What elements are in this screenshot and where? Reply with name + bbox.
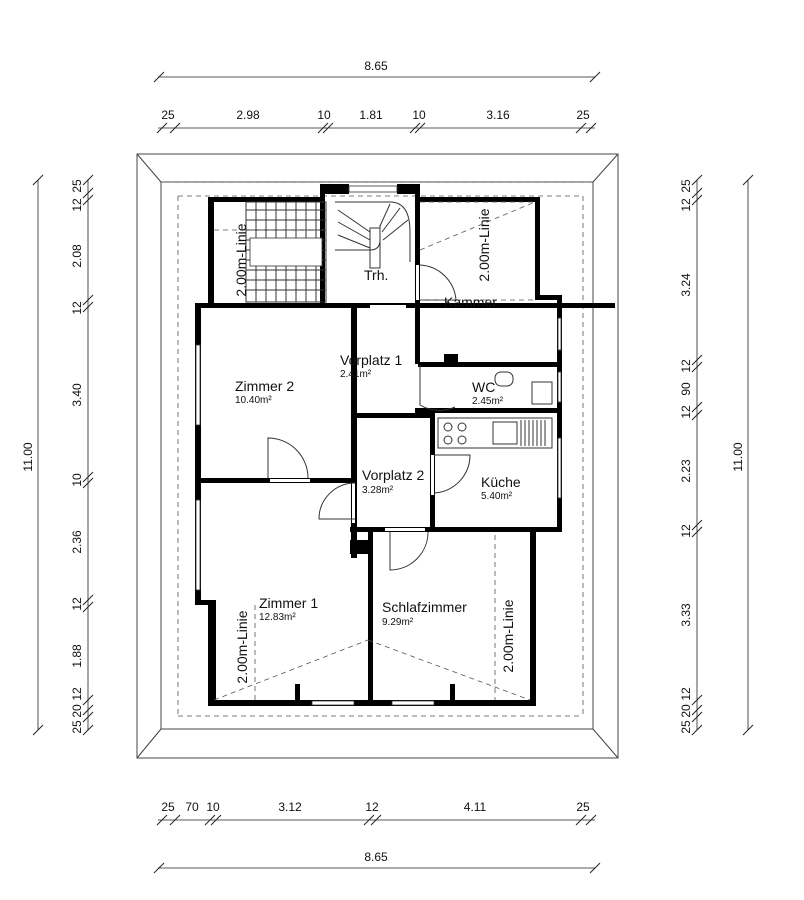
room-area-kueche: 5.40m² [481, 491, 513, 502]
room-name-vorplatz-1: Vorplatz 1 [340, 352, 402, 368]
dim-top-seg: 1.81 [359, 108, 383, 122]
room-name-vorplatz-2: Vorplatz 2 [362, 467, 424, 483]
height-line-label: 2.00m-Linie [234, 610, 250, 683]
room-name-treppenhaus: Trh. [364, 267, 388, 283]
room-area-vorplatz-2: 3.28m² [362, 485, 394, 496]
dim-bottom-seg: 25 [161, 800, 175, 814]
dim-top-seg: 3.16 [486, 108, 510, 122]
dim-left-overall: 11.00 [21, 442, 35, 471]
dim-left-seg: 25 [70, 179, 84, 193]
room-name-wc: WC [472, 379, 495, 395]
dim-left-seg: 20 [70, 704, 84, 718]
dim-right-seg: 12 [679, 359, 693, 373]
dim-left-seg: 12 [70, 198, 84, 212]
dim-right-seg: 2.23 [679, 459, 693, 483]
dim-right-seg: 12 [679, 524, 693, 538]
dim-bottom-seg: 4.11 [464, 800, 487, 814]
doors [267, 264, 471, 571]
dim-right-overall: 11.00 [731, 442, 745, 471]
dim-right-seg: 3.33 [679, 603, 693, 627]
dim-top-seg: 25 [576, 108, 590, 122]
height-line-label: 2.00m-Linie [233, 223, 249, 296]
room-labels: Trh. Kammer Zimmer 2 10.40m² Vorplatz 1 … [233, 208, 521, 683]
roof-outline [136, 153, 619, 759]
height-line-label: 2.00m-Linie [476, 208, 492, 281]
dim-left-seg: 12 [70, 301, 84, 315]
dim-bottom-seg: 12 [365, 800, 379, 814]
dim-bottom-seg: 25 [576, 800, 590, 814]
room-name-kammer: Kammer [444, 294, 497, 310]
dim-left-seg: 2.08 [70, 244, 84, 268]
dim-right-seg: 25 [679, 179, 693, 193]
dimension-lines [32, 71, 754, 874]
dim-left-seg: 12 [70, 687, 84, 701]
dim-bottom-overall: 8.65 [364, 850, 388, 864]
room-name-zimmer-2: Zimmer 2 [235, 378, 294, 394]
fixtures [437, 371, 553, 449]
dim-top-seg: 10 [317, 108, 331, 122]
room-name-schlafzimmer: Schlafzimmer [382, 599, 467, 615]
room-area-wc: 2.45m² [472, 396, 504, 407]
dim-top-seg: 2.98 [236, 108, 260, 122]
dim-right-seg: 20 [679, 704, 693, 718]
dim-bottom-seg: 70 [185, 800, 199, 814]
dim-right-seg: 25 [679, 720, 693, 734]
dim-left-seg: 25 [70, 720, 84, 734]
dim-top-overall: 8.65 [364, 59, 388, 73]
dim-right-seg: 90 [679, 382, 693, 396]
height-line-label: 2.00m-Linie [500, 599, 516, 672]
dimension-labels: 8.65 25 2.98 10 1.81 10 3.16 25 25 70 10… [21, 59, 745, 864]
dim-bottom-seg: 10 [206, 800, 220, 814]
room-area-schlafzimmer: 9.29m² [382, 617, 414, 628]
dim-top-seg: 25 [161, 108, 175, 122]
windows [195, 185, 562, 706]
dim-left-seg: 2.36 [70, 530, 84, 554]
dim-left-seg: 10 [70, 473, 84, 487]
height-lines [213, 201, 536, 701]
dim-left-seg: 12 [70, 597, 84, 611]
room-area-zimmer-1: 12.83m² [259, 612, 296, 623]
room-name-zimmer-1: Zimmer 1 [259, 595, 318, 611]
dim-right-seg: 12 [679, 687, 693, 701]
dim-top-seg: 10 [412, 108, 426, 122]
room-area-zimmer-2: 10.40m² [235, 395, 272, 406]
room-name-kueche: Küche [481, 474, 521, 490]
dim-right-seg: 12 [679, 198, 693, 212]
room-area-vorplatz-1: 2.41m² [340, 369, 372, 380]
staircase [245, 201, 411, 303]
dim-right-seg: 3.24 [679, 273, 693, 297]
dim-left-seg: 1.88 [70, 644, 84, 668]
dim-bottom-seg: 3.12 [278, 800, 302, 814]
dim-left-seg: 3.40 [70, 383, 84, 407]
dim-right-seg: 12 [679, 405, 693, 419]
